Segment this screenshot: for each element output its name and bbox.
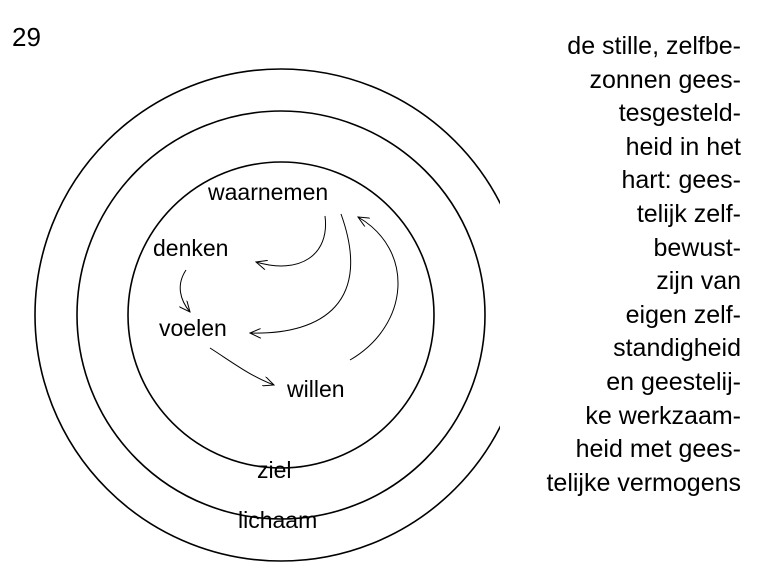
page-number: 29 — [12, 22, 41, 52]
label-lichaam: lichaam — [238, 507, 317, 533]
side-text-line: heid in het — [625, 132, 741, 161]
concentric-circle-diagram: waarnemen denken voelen willen ziel lich… — [34, 68, 500, 562]
side-text-line: eigen zelf- — [625, 300, 741, 329]
side-text-line: telijk zelf- — [636, 199, 741, 228]
side-text-line: telijke vermogens — [546, 468, 741, 497]
side-text-line: bewust- — [653, 233, 741, 262]
side-text-line: ke werkzaam- — [585, 401, 741, 430]
side-text-line: standigheid — [613, 334, 741, 363]
label-voelen: voelen — [159, 315, 227, 341]
middle-circle-soul — [76, 110, 486, 520]
side-text-line: hart: gees- — [621, 166, 741, 195]
side-text-line: en geestelij- — [606, 367, 741, 396]
arrow-waarnemen-to-voelen — [250, 213, 352, 333]
label-denken: denken — [153, 235, 228, 261]
side-text-block: de stille, zelfbe- zonnen gees- tesgeste… — [491, 30, 741, 500]
label-waarnemen: waarnemen — [207, 179, 328, 205]
side-text-line: de stille, zelfbe- — [567, 32, 741, 60]
arrow-voelen-to-willen — [209, 347, 274, 385]
arrow-denken-to-voelen — [180, 269, 190, 312]
side-text-line: heid met gees- — [575, 435, 741, 464]
outer-circle-body — [34, 68, 500, 562]
arrow-waarnemen-to-denken — [256, 215, 327, 266]
label-willen: willen — [286, 376, 345, 402]
inner-circle-spirit — [127, 161, 435, 469]
arrow-willen-to-waarnemen — [349, 217, 399, 361]
side-text-line: zonnen gees- — [589, 65, 741, 94]
label-ziel: ziel — [257, 457, 292, 483]
side-text-line: tesgesteld- — [618, 99, 741, 128]
side-text-line: zijn van — [656, 267, 741, 296]
